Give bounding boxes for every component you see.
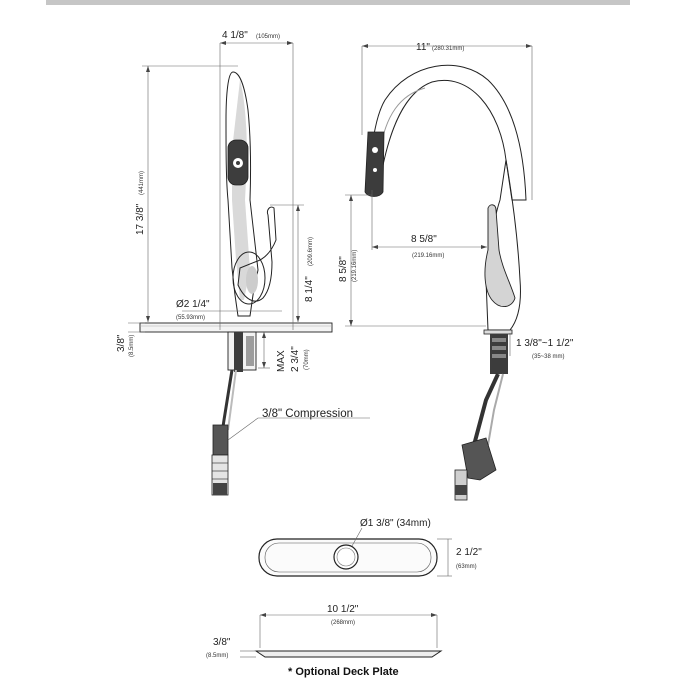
sprayhead-side <box>364 131 385 197</box>
faucet-side-gooseneck <box>369 64 527 201</box>
deck-plate-side-profile <box>254 650 443 658</box>
deck-plate-hole <box>333 544 359 570</box>
deck-range-mm: (35~38 mm) <box>532 354 565 360</box>
width-dimension-label: 4 1/8" <box>222 30 248 41</box>
faucet-front-body <box>225 71 259 317</box>
plate-thickness-label: 3/8" <box>116 334 127 352</box>
plate-height-label: 2 1/2" <box>456 547 482 558</box>
faucet-front-shadow <box>232 80 250 300</box>
plate-side-thickness-mm: (8.5mm) <box>206 653 228 659</box>
max-value-mm: (70mm) <box>304 349 310 370</box>
compression-fitting-front <box>212 424 229 456</box>
side-height-label: 8 5/8" <box>338 256 349 282</box>
top-rule <box>46 0 630 5</box>
max-label: MAX <box>276 350 287 372</box>
front-view: 4 1/8" (105mm) 17 3/8" (441mm) 8 1/4" (2… <box>116 30 370 496</box>
deck-range-label: 1 3/8"~1 1/2" <box>516 338 574 349</box>
plate-thickness-mm: (8.5mm) <box>129 335 135 357</box>
faucet-front-handle <box>237 206 277 302</box>
width-dimension-mm: (105mm) <box>256 34 280 40</box>
compression-label: 3/8" Compression <box>262 408 353 420</box>
spout-height-label: 8 1/4" <box>304 276 315 302</box>
faucet-side-handle <box>484 204 516 307</box>
height-dimension-mm: (441mm) <box>139 171 145 195</box>
spout-height-mm: (209.6mm) <box>308 237 314 266</box>
reach-mm: (280.31mm) <box>432 46 464 52</box>
hole-diameter-label: Ø1 3/8" (34mm) <box>360 518 431 529</box>
base-diameter-label: Ø2 1/4" <box>176 299 210 310</box>
height-dimension-label: 17 3/8" <box>135 203 146 235</box>
max-value-label: 2 3/4" <box>290 346 301 372</box>
faucet-front-body-bulb <box>232 251 266 305</box>
plate-length-label: 10 1/2" <box>327 604 359 615</box>
handle-height-mm: (219.16mm) <box>412 253 444 259</box>
base-diameter-mm: (55.93mm) <box>176 315 205 321</box>
plate-side-thickness-label: 3/8" <box>213 637 231 648</box>
side-view: 11" (280.31mm) 8 5/8" (219.16mm) 8 5/8" … <box>338 42 574 501</box>
deck-plate-side <box>483 329 513 335</box>
optional-deck-plate-note: * Optional Deck Plate <box>288 666 399 678</box>
deck-plate-front <box>139 322 333 333</box>
plate-length-mm: (268mm) <box>331 620 355 626</box>
side-height-mm: (219.16mm) <box>352 250 358 282</box>
reach-label: 11" <box>416 42 430 53</box>
plate-height-mm: (63mm) <box>456 564 477 570</box>
deck-plate-view: Ø1 3/8" (34mm) 2 1/2" (63mm) 10 1/2" (26… <box>206 518 482 678</box>
handle-height-label: 8 5/8" <box>411 234 437 245</box>
